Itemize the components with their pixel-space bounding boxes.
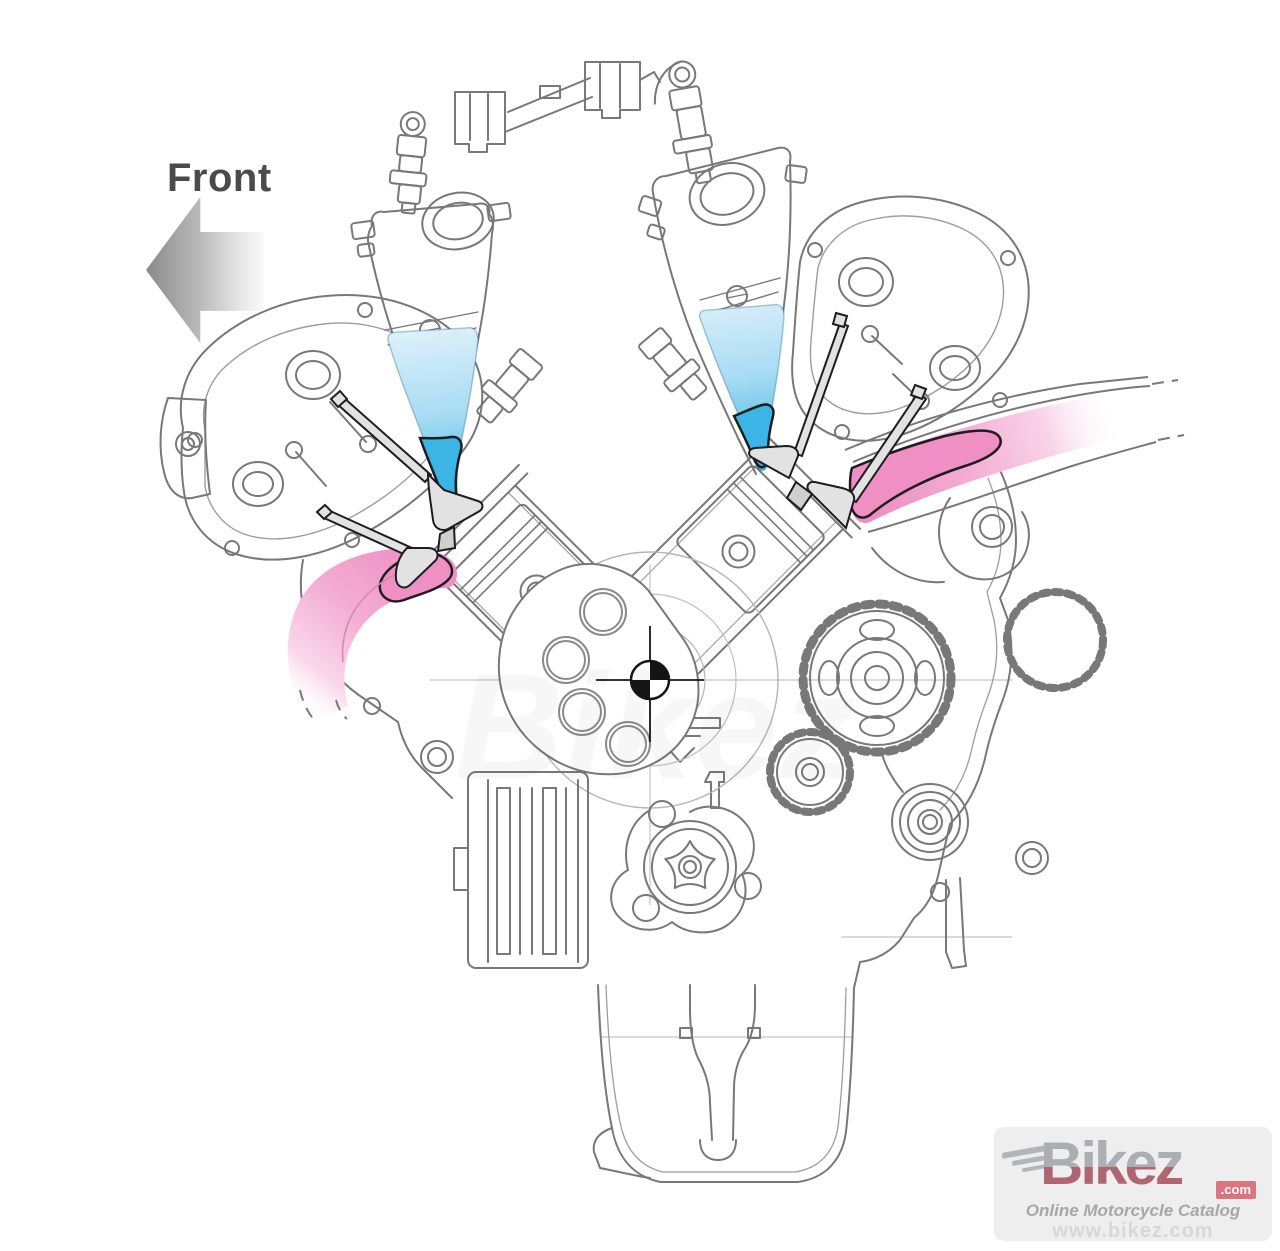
logo-domain-suffix: .com — [1215, 1181, 1256, 1199]
valves — [315, 311, 928, 589]
logo-brand-text: Bikez — [1040, 1130, 1185, 1197]
exhaust-flow-left — [287, 548, 457, 722]
oil-pump — [610, 800, 762, 934]
injector-left-top — [388, 111, 428, 215]
oil-sump — [592, 984, 855, 1183]
gear-train — [766, 588, 1107, 861]
bikez-logo: Bikez .com Online Motorcycle Catalog www… — [994, 1127, 1272, 1242]
logo-tagline: Online Motorcycle Catalog — [1025, 1201, 1241, 1220]
cam-cover-left — [159, 293, 484, 561]
bellmouth-loop-right — [688, 162, 766, 226]
engine-mount-bracket — [871, 497, 1030, 584]
exhaust-flow-right — [844, 376, 1185, 533]
bellmouth-loop-left — [421, 191, 495, 251]
port-injector-left — [476, 348, 543, 424]
fuel-rail-assembly — [454, 61, 661, 153]
clutch-plate-stack — [453, 771, 589, 969]
center-of-gravity-marker — [596, 626, 704, 742]
intake-stack-left — [350, 201, 512, 508]
injector-right-top — [653, 60, 714, 185]
port-injector-right — [638, 327, 708, 401]
front-direction-label: Front — [167, 156, 272, 200]
logo-url: www.bikez.com — [1052, 1220, 1214, 1242]
